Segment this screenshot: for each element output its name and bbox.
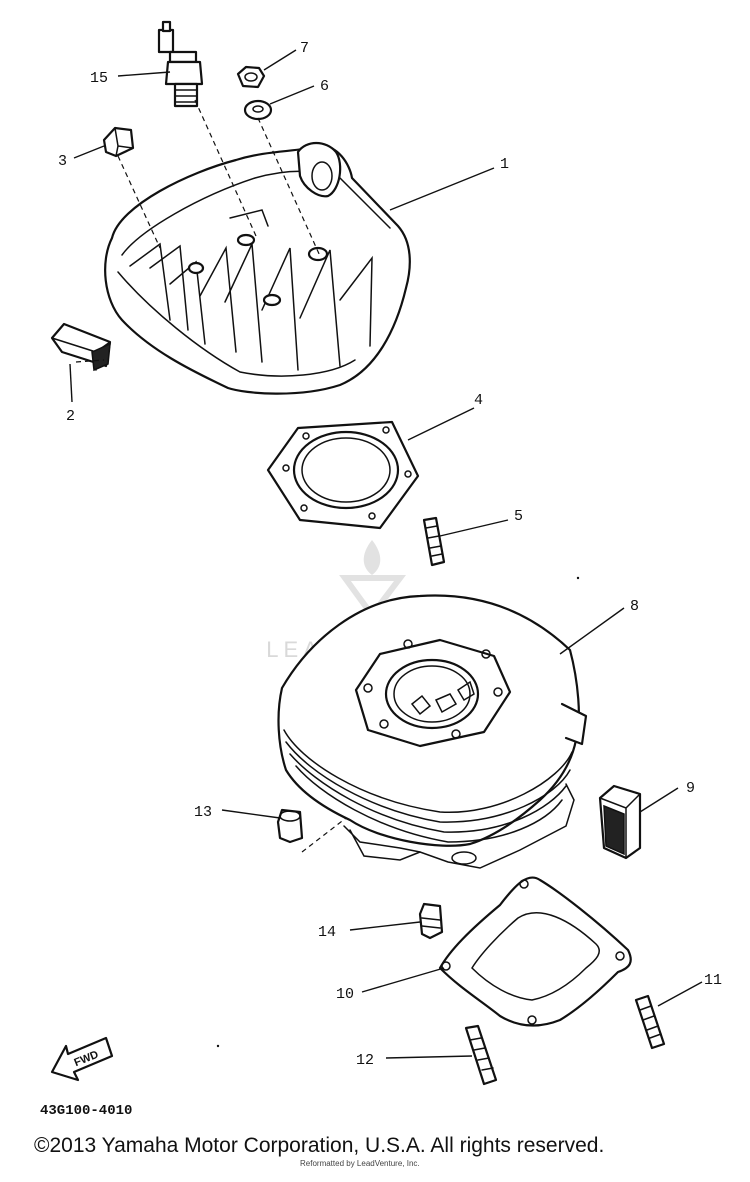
cylinder — [277, 594, 588, 869]
damper-small — [102, 126, 135, 158]
damper-block — [50, 322, 112, 372]
leader-lines — [69, 49, 703, 1059]
overlay-credit: Reformatted by LeadVenture, Inc. — [300, 1159, 420, 1168]
callout-1: 1 — [500, 156, 509, 173]
watermark-flame-icon — [363, 540, 381, 575]
callout-6: 6 — [320, 78, 329, 95]
callout-10: 10 — [336, 986, 354, 1003]
plug-bolt-2 — [418, 902, 444, 940]
callout-3: 3 — [58, 153, 67, 170]
head-gasket — [266, 420, 420, 530]
callout-9: 9 — [686, 780, 695, 797]
plug-bolt — [276, 808, 304, 844]
callout-15: 15 — [90, 70, 108, 87]
stud-bolt-bottom — [464, 1024, 498, 1086]
watermark-logo-icon — [339, 575, 407, 621]
callout-5: 5 — [514, 508, 523, 525]
callout-11: 11 — [704, 972, 722, 989]
spark-plug — [157, 20, 204, 108]
callouts: 15 7 6 3 1 2 4 5 8 9 13 14 10 11 12 — [58, 40, 722, 1069]
callout-12: 12 — [356, 1052, 374, 1069]
callout-14: 14 — [318, 924, 336, 941]
stud-bolt-right — [634, 994, 666, 1050]
diagram-code: 43G100-4010 — [40, 1103, 132, 1119]
stud-bolt-upper — [422, 516, 446, 567]
base-gasket — [438, 876, 632, 1027]
damper-block-cylinder — [598, 784, 642, 860]
washer — [243, 99, 273, 121]
fwd-arrow-icon: FWD — [50, 1036, 114, 1082]
callout-4: 4 — [474, 392, 483, 409]
cylinder-head — [104, 141, 411, 395]
callout-13: 13 — [194, 804, 212, 821]
callout-2: 2 — [66, 408, 75, 425]
copyright-notice: ©2013 Yamaha Motor Corporation, U.S.A. A… — [34, 1134, 604, 1157]
callout-7: 7 — [300, 40, 309, 57]
cap-nut — [236, 65, 266, 89]
callout-8: 8 — [630, 598, 639, 615]
